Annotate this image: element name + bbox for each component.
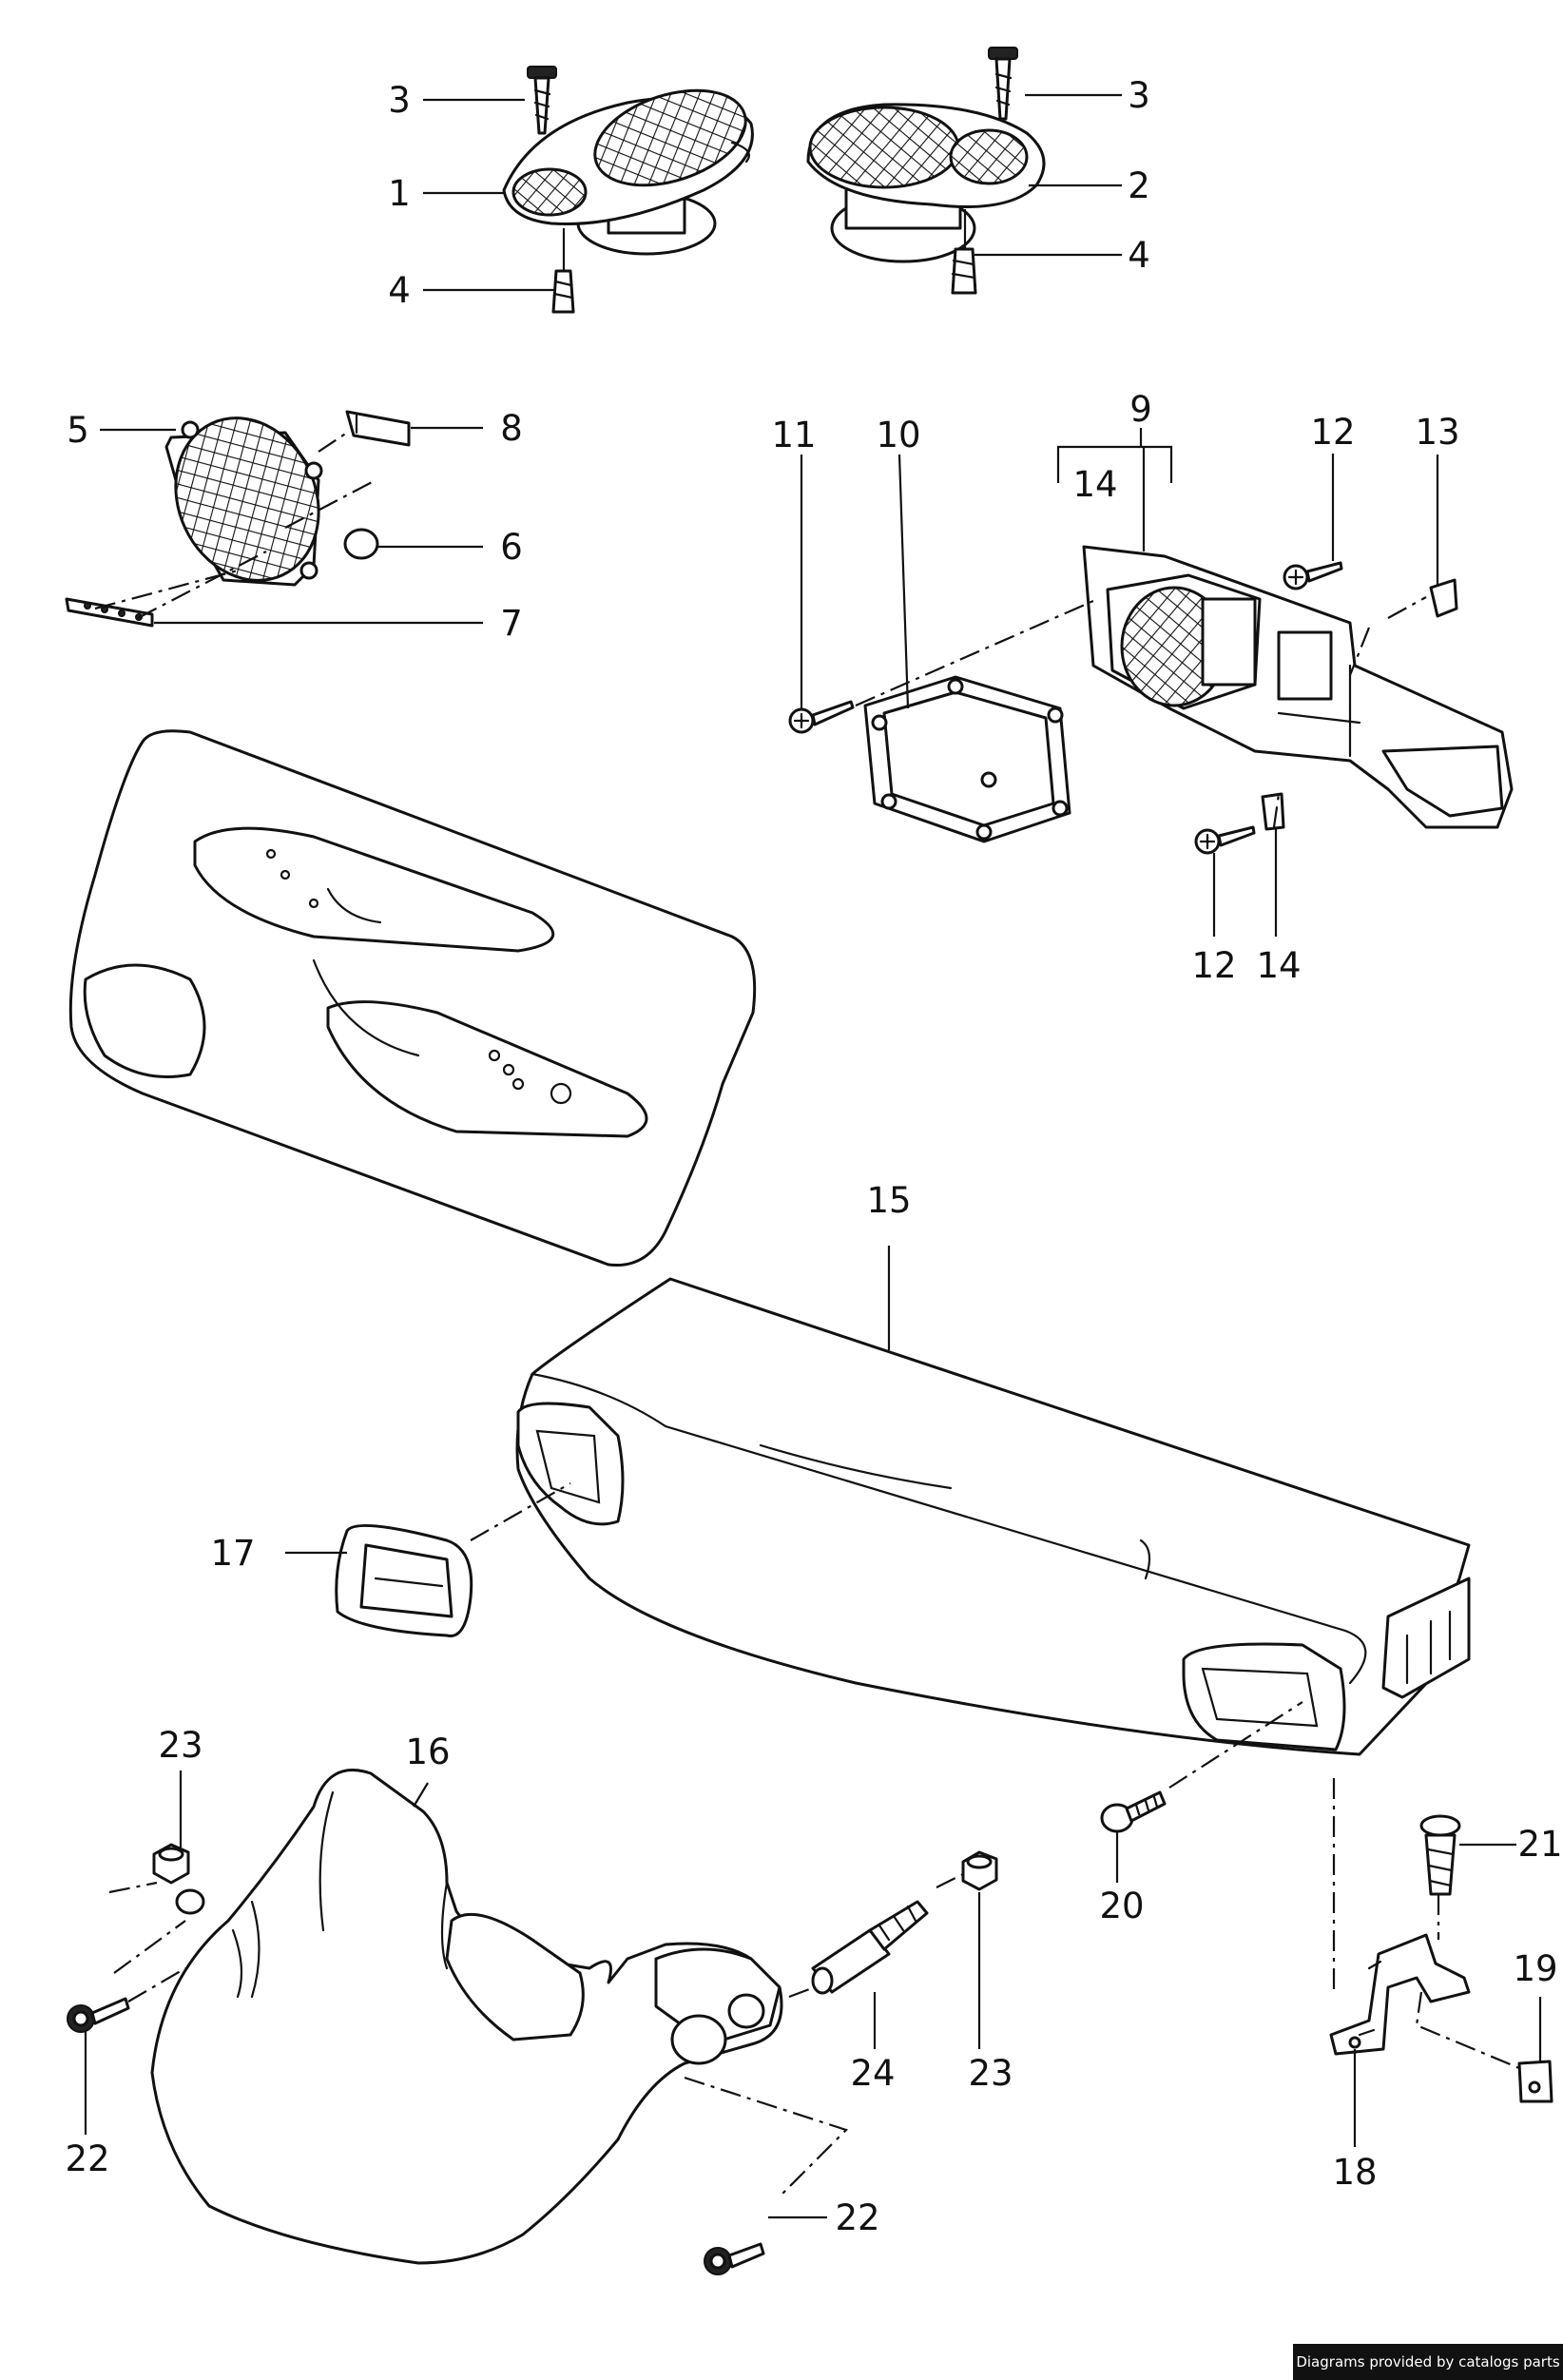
clip-part-4-left (551, 228, 575, 314)
bracket-part-7 (65, 597, 154, 628)
callout-3-right: 3 (1128, 75, 1150, 116)
bracket-part-8 (345, 410, 411, 447)
callout-13: 13 (1415, 412, 1459, 453)
callout-22-right: 22 (835, 2197, 879, 2238)
screw-part-21 (1419, 1814, 1461, 1896)
bolt-part-22-left (67, 1997, 130, 2033)
bolt-part-22-right (704, 2242, 765, 2275)
nut-part-23-right (961, 1850, 998, 1891)
callout-14-bracket: 14 (1072, 464, 1117, 505)
clip-part-14-lower (1261, 792, 1285, 831)
callout-12-upper: 12 (1310, 412, 1355, 453)
callout-10: 10 (876, 415, 920, 455)
trim-ring-part-17 (335, 1523, 473, 1637)
amplifier-housing-part-9 (1082, 545, 1514, 829)
callout-4-left: 4 (388, 270, 411, 311)
callout-12-lower: 12 (1191, 945, 1236, 986)
nut-part-23-left (152, 1843, 190, 1885)
door-trim-panel (68, 729, 757, 1267)
stud-part-24 (811, 1900, 929, 1995)
callout-4-right: 4 (1128, 235, 1150, 276)
bracket-part-18 (1329, 1933, 1471, 2056)
callout-24: 24 (850, 2053, 895, 2094)
screw-part-12-lower (1194, 825, 1256, 855)
callout-17: 17 (210, 1533, 255, 1574)
callout-2: 2 (1128, 165, 1150, 206)
gasket-part-10 (863, 675, 1071, 843)
screw-part-12-upper (1283, 561, 1343, 590)
console-part-15 (515, 1246, 1471, 1756)
callout-20: 20 (1099, 1886, 1144, 1926)
speaker-right-part-2 (806, 103, 1046, 263)
callout-5: 5 (67, 410, 89, 451)
callout-15: 15 (866, 1180, 911, 1221)
screw-part-3-right (988, 47, 1018, 121)
clip-part-19 (1517, 2060, 1553, 2103)
bolt-part-20 (1100, 1790, 1167, 1833)
speaker-grille-part-5 (164, 416, 323, 587)
callout-23-right: 23 (968, 2053, 1013, 2094)
callout-14-lower: 14 (1256, 945, 1301, 986)
clip-part-4-right (951, 209, 977, 295)
screw-part-3-left (527, 66, 557, 135)
washer-part-6 (343, 528, 379, 560)
clip-part-13 (1429, 578, 1458, 618)
callout-7: 7 (500, 603, 523, 644)
callout-11: 11 (771, 415, 816, 455)
credit-badge: Diagrams provided by catalogs parts (1293, 2344, 1563, 2380)
callout-6: 6 (500, 527, 523, 568)
screw-part-11 (788, 700, 855, 734)
callout-16: 16 (405, 1732, 450, 1772)
credit-text: Diagrams provided by catalogs parts (1296, 2353, 1560, 2370)
callout-3-left: 3 (388, 80, 411, 121)
callout-1: 1 (388, 173, 411, 214)
callout-23-left: 23 (158, 1725, 203, 1766)
lower-cover-part-16 (150, 1769, 783, 2265)
callout-21: 21 (1517, 1824, 1562, 1865)
speaker-left-part-1 (502, 88, 754, 256)
callout-8: 8 (500, 408, 523, 449)
callout-18: 18 (1332, 2152, 1377, 2193)
callout-22-left: 22 (65, 2138, 109, 2179)
callout-9: 9 (1129, 389, 1152, 430)
callout-19: 19 (1513, 1948, 1557, 1989)
